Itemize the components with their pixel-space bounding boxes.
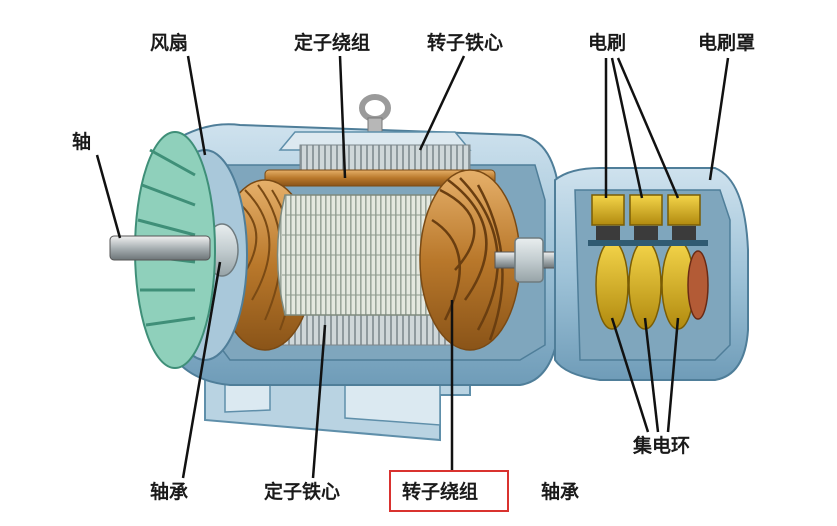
leader-lines	[95, 55, 730, 479]
leader-brush-cover	[708, 57, 730, 181]
leader-slip-ring-2	[643, 317, 660, 433]
label-slip-rings: 集电环	[633, 435, 691, 457]
label-rotor-core: 转子铁心	[427, 32, 504, 54]
highlight-box	[389, 470, 509, 512]
label-fan: 风扇	[150, 32, 189, 54]
shaft-left	[109, 235, 211, 261]
leader-stator-winding	[338, 55, 347, 179]
leader-brush-3	[616, 57, 680, 199]
label-stator-core: 定子铁心	[264, 481, 341, 503]
label-rotor-winding: 转子绕组	[402, 481, 479, 503]
lifting-eye	[359, 94, 391, 133]
leader-bearing-left	[181, 261, 222, 479]
brushes-part	[588, 194, 708, 246]
label-stator-winding: 定子绕组	[294, 32, 371, 54]
bearing-right-part	[514, 237, 544, 283]
leader-slip-ring-3	[666, 317, 680, 433]
leader-rotor-core	[418, 55, 466, 151]
label-brush: 电刷	[588, 32, 627, 54]
leader-brush-2	[610, 57, 644, 199]
leader-shaft	[95, 154, 122, 239]
label-bearing-left: 轴承	[150, 481, 189, 503]
stator-winding-bar	[264, 169, 496, 187]
leader-slip-ring-1	[610, 317, 650, 433]
label-shaft: 轴	[72, 131, 92, 153]
leader-fan	[186, 55, 207, 156]
label-brush-cover: 电刷罩	[698, 32, 756, 54]
label-bearing-right: 轴承	[541, 481, 580, 503]
leader-stator-core	[311, 324, 327, 479]
